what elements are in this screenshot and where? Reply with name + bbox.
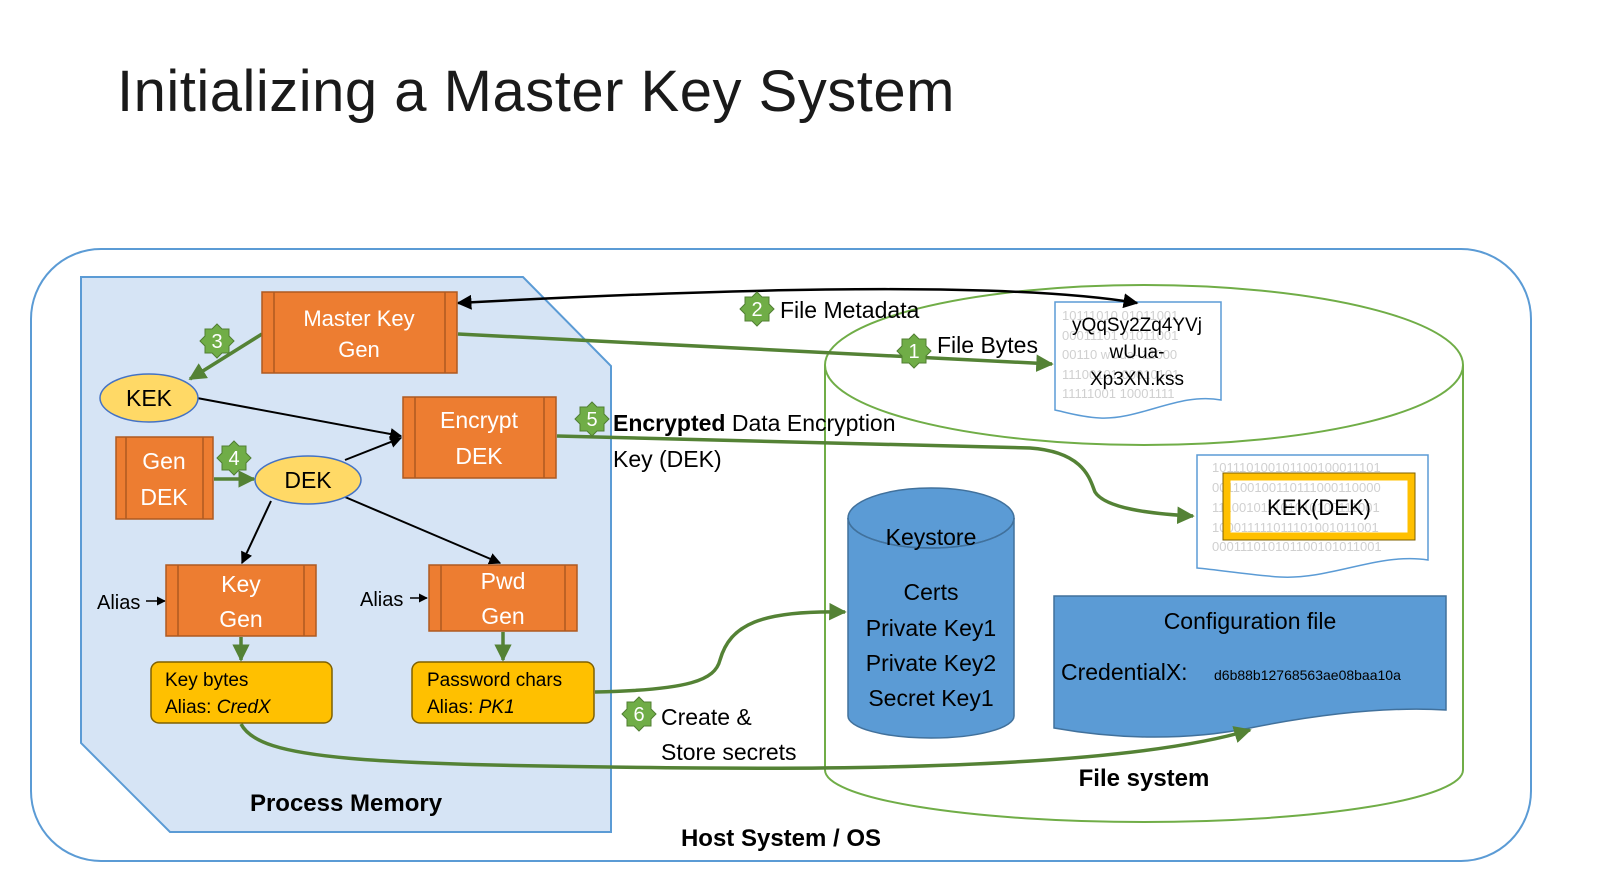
process-label: DEK	[455, 443, 503, 469]
kek-ellipse: KEK	[99, 373, 199, 423]
config-file-title: Configuration file	[1164, 608, 1337, 634]
file-system-label: File system	[1079, 765, 1210, 792]
output-alias: Alias: CredX	[165, 697, 272, 718]
step-2-label: File Metadata	[780, 297, 920, 323]
output-alias: Alias: PK1	[427, 697, 515, 718]
process-label: Master Key	[303, 306, 414, 331]
bits-line: 000111010101100101011001	[1212, 539, 1382, 554]
step-5-label: Encrypted Data Encryption	[613, 410, 896, 436]
bits-line: 11100101 00010101	[1062, 367, 1179, 382]
step-6-label-line2: Store secrets	[661, 739, 797, 765]
step-number: 6	[633, 704, 644, 726]
kek-dek-file: 101110100101100100011101 001100100110111…	[1196, 454, 1429, 578]
store-key-arrow	[239, 723, 1252, 770]
process-label: DEK	[140, 484, 188, 510]
password-chars-output: Password chars Alias: PK1	[411, 661, 595, 724]
process-label: Pwd	[481, 568, 526, 594]
bits-line: 001100100110111000110000	[1212, 480, 1381, 495]
keystore-item: Secret Key1	[868, 685, 993, 711]
master-file-name: yQqSy2Zq4YVj	[1072, 315, 1202, 336]
host-system-label: Host System / OS	[681, 825, 881, 852]
bits-line: 11111001 10001111	[1062, 386, 1175, 401]
master-file-name: Xp3XN.kss	[1090, 369, 1184, 390]
keystore-cylinder: Keystore Certs Private Key1 Private Key2…	[847, 487, 1015, 739]
process-label: Key	[221, 571, 261, 597]
store-password-arrow	[594, 602, 847, 694]
master-key-gen-process: Master Key Gen	[261, 291, 458, 374]
encrypt-dek-process: Encrypt DEK	[402, 396, 557, 479]
step-6-badge: 6	[621, 696, 657, 732]
step-2-label-group: File Metadata	[780, 297, 920, 323]
kek-dek-label: KEK(DEK)	[1267, 495, 1371, 520]
key-gen-process: Key Gen	[165, 564, 317, 637]
keystore-item: Private Key2	[866, 650, 996, 676]
bits-line: 111001011101010100111001	[1212, 500, 1380, 515]
key-bytes-output: Key bytes Alias: CredX	[150, 661, 333, 724]
step-number: 4	[228, 448, 239, 470]
kek-to-encrypt-arrow	[196, 397, 403, 440]
process-label: Encrypt	[440, 407, 519, 433]
keystore-title: Keystore	[886, 524, 977, 550]
dek-to-encrypt-arrow	[344, 436, 403, 461]
step-4-badge: 4	[216, 440, 252, 476]
output-line: Key bytes	[165, 670, 248, 691]
bits-line: 00011101 01011001	[1062, 328, 1178, 343]
config-file-key: CredentialX:	[1061, 659, 1188, 685]
file-metadata-arrow	[456, 288, 1139, 310]
keystore-item: Private Key1	[866, 615, 996, 641]
process-label: Gen	[481, 603, 524, 629]
step-badges: 1 2 3 4 5 6	[199, 291, 932, 732]
encrypted-dek-arrow	[556, 434, 1195, 525]
pwd-gen-process: Pwd Gen	[428, 564, 578, 632]
step-6-label-group: Create & Store secrets	[661, 704, 797, 765]
dek-ellipse: DEK	[254, 455, 362, 505]
file-bytes-arrow	[457, 332, 1054, 372]
step-number: 2	[751, 299, 762, 321]
gen-dek-process: Gen DEK	[115, 436, 214, 520]
step-3-badge: 3	[199, 323, 235, 359]
step-5-label-group: Encrypted Data Encryption Key (DEK)	[613, 410, 896, 472]
config-file-value: d6b88b12768563ae08baa10a	[1214, 667, 1401, 683]
process-label: Gen	[219, 606, 262, 632]
page-title: Initializing a Master Key System	[117, 59, 955, 124]
alias-input-label: Alias	[97, 592, 140, 614]
ellipse-label: DEK	[284, 467, 332, 493]
process-memory-label: Process Memory	[250, 790, 443, 817]
bits-line: 10111010 01011001	[1062, 308, 1178, 323]
step-1-label-group: File Bytes	[937, 332, 1038, 358]
master-file-name: wUua-	[1109, 342, 1165, 363]
step-2-badge: 2	[739, 291, 775, 327]
process-label: Gen	[338, 337, 380, 362]
dek-to-keygen-arrow	[241, 500, 272, 565]
step-6-label: Create &	[661, 704, 752, 730]
step-1-label: File Bytes	[937, 332, 1038, 358]
bits-line: 101110100101100100011101	[1212, 460, 1381, 475]
bits-line: 00110 wUua- 11000	[1062, 347, 1177, 362]
kek-gen-arrow	[188, 332, 263, 381]
step-number: 5	[586, 409, 597, 431]
alias-input-label: Alias	[360, 589, 403, 611]
process-label: Gen	[142, 448, 185, 474]
step-5-label-line2: Key (DEK)	[613, 446, 722, 472]
host-system-container: Host System / OS	[30, 248, 1532, 862]
master-key-file: 10111010 01011001 00011101 01011001 0011…	[1054, 301, 1222, 419]
bits-line: 100011111011101001011001	[1212, 520, 1379, 535]
step-5-badge: 5	[574, 401, 610, 437]
step-number: 1	[908, 341, 919, 363]
step-number: 3	[211, 331, 222, 353]
ellipse-label: KEK	[126, 385, 173, 411]
keystore-item: Certs	[904, 579, 959, 605]
step-1-badge: 1	[896, 333, 932, 369]
output-line: Password chars	[427, 670, 562, 691]
dek-to-pwdgen-arrow	[344, 496, 502, 565]
